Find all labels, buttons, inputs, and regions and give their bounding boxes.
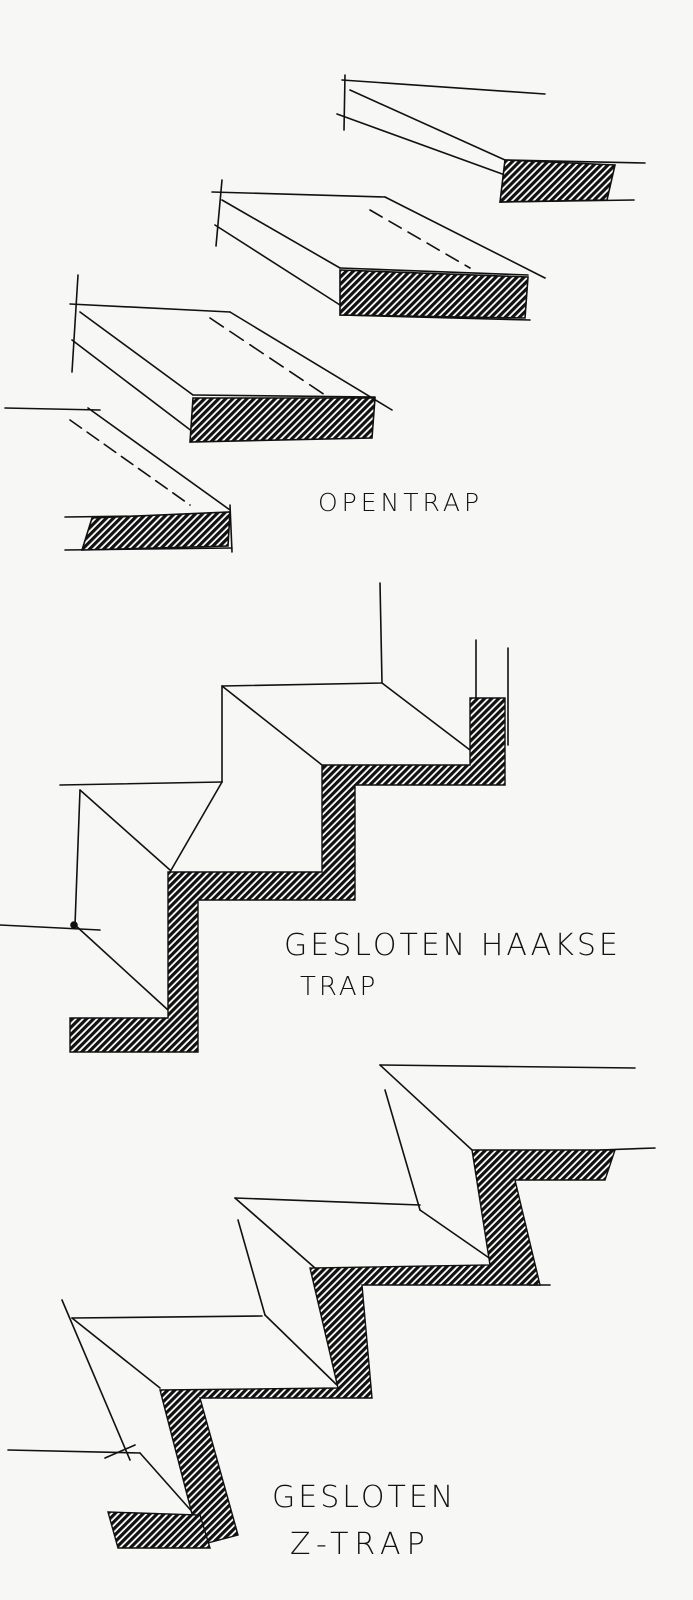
open-tread-4 <box>336 74 646 203</box>
closed-z-stair-sketch <box>7 1064 656 1549</box>
open-stair-sketch <box>4 74 646 553</box>
label-open-stair: OPENTRAP <box>318 488 484 517</box>
label-closed-square-stair-line1: GESLOTEN HAAKSE <box>284 928 621 963</box>
label-closed-square-stair-line2: TRAP <box>300 972 379 1002</box>
open-tread-2 <box>69 274 393 443</box>
open-tread-1 <box>4 407 233 553</box>
closed-square-stair-sketch <box>0 582 509 1053</box>
haakse-hatched-section <box>69 697 506 1053</box>
z-hatched-section-bottom <box>107 1511 211 1549</box>
z-hatched-section-top <box>159 1149 616 1546</box>
open-tread-3 <box>211 179 546 321</box>
z-construction-lines <box>7 1064 656 1516</box>
label-closed-z-stair-line1: GESLOTEN <box>272 1480 457 1515</box>
label-closed-z-stair-line2: Z-TRAP <box>290 1527 431 1562</box>
